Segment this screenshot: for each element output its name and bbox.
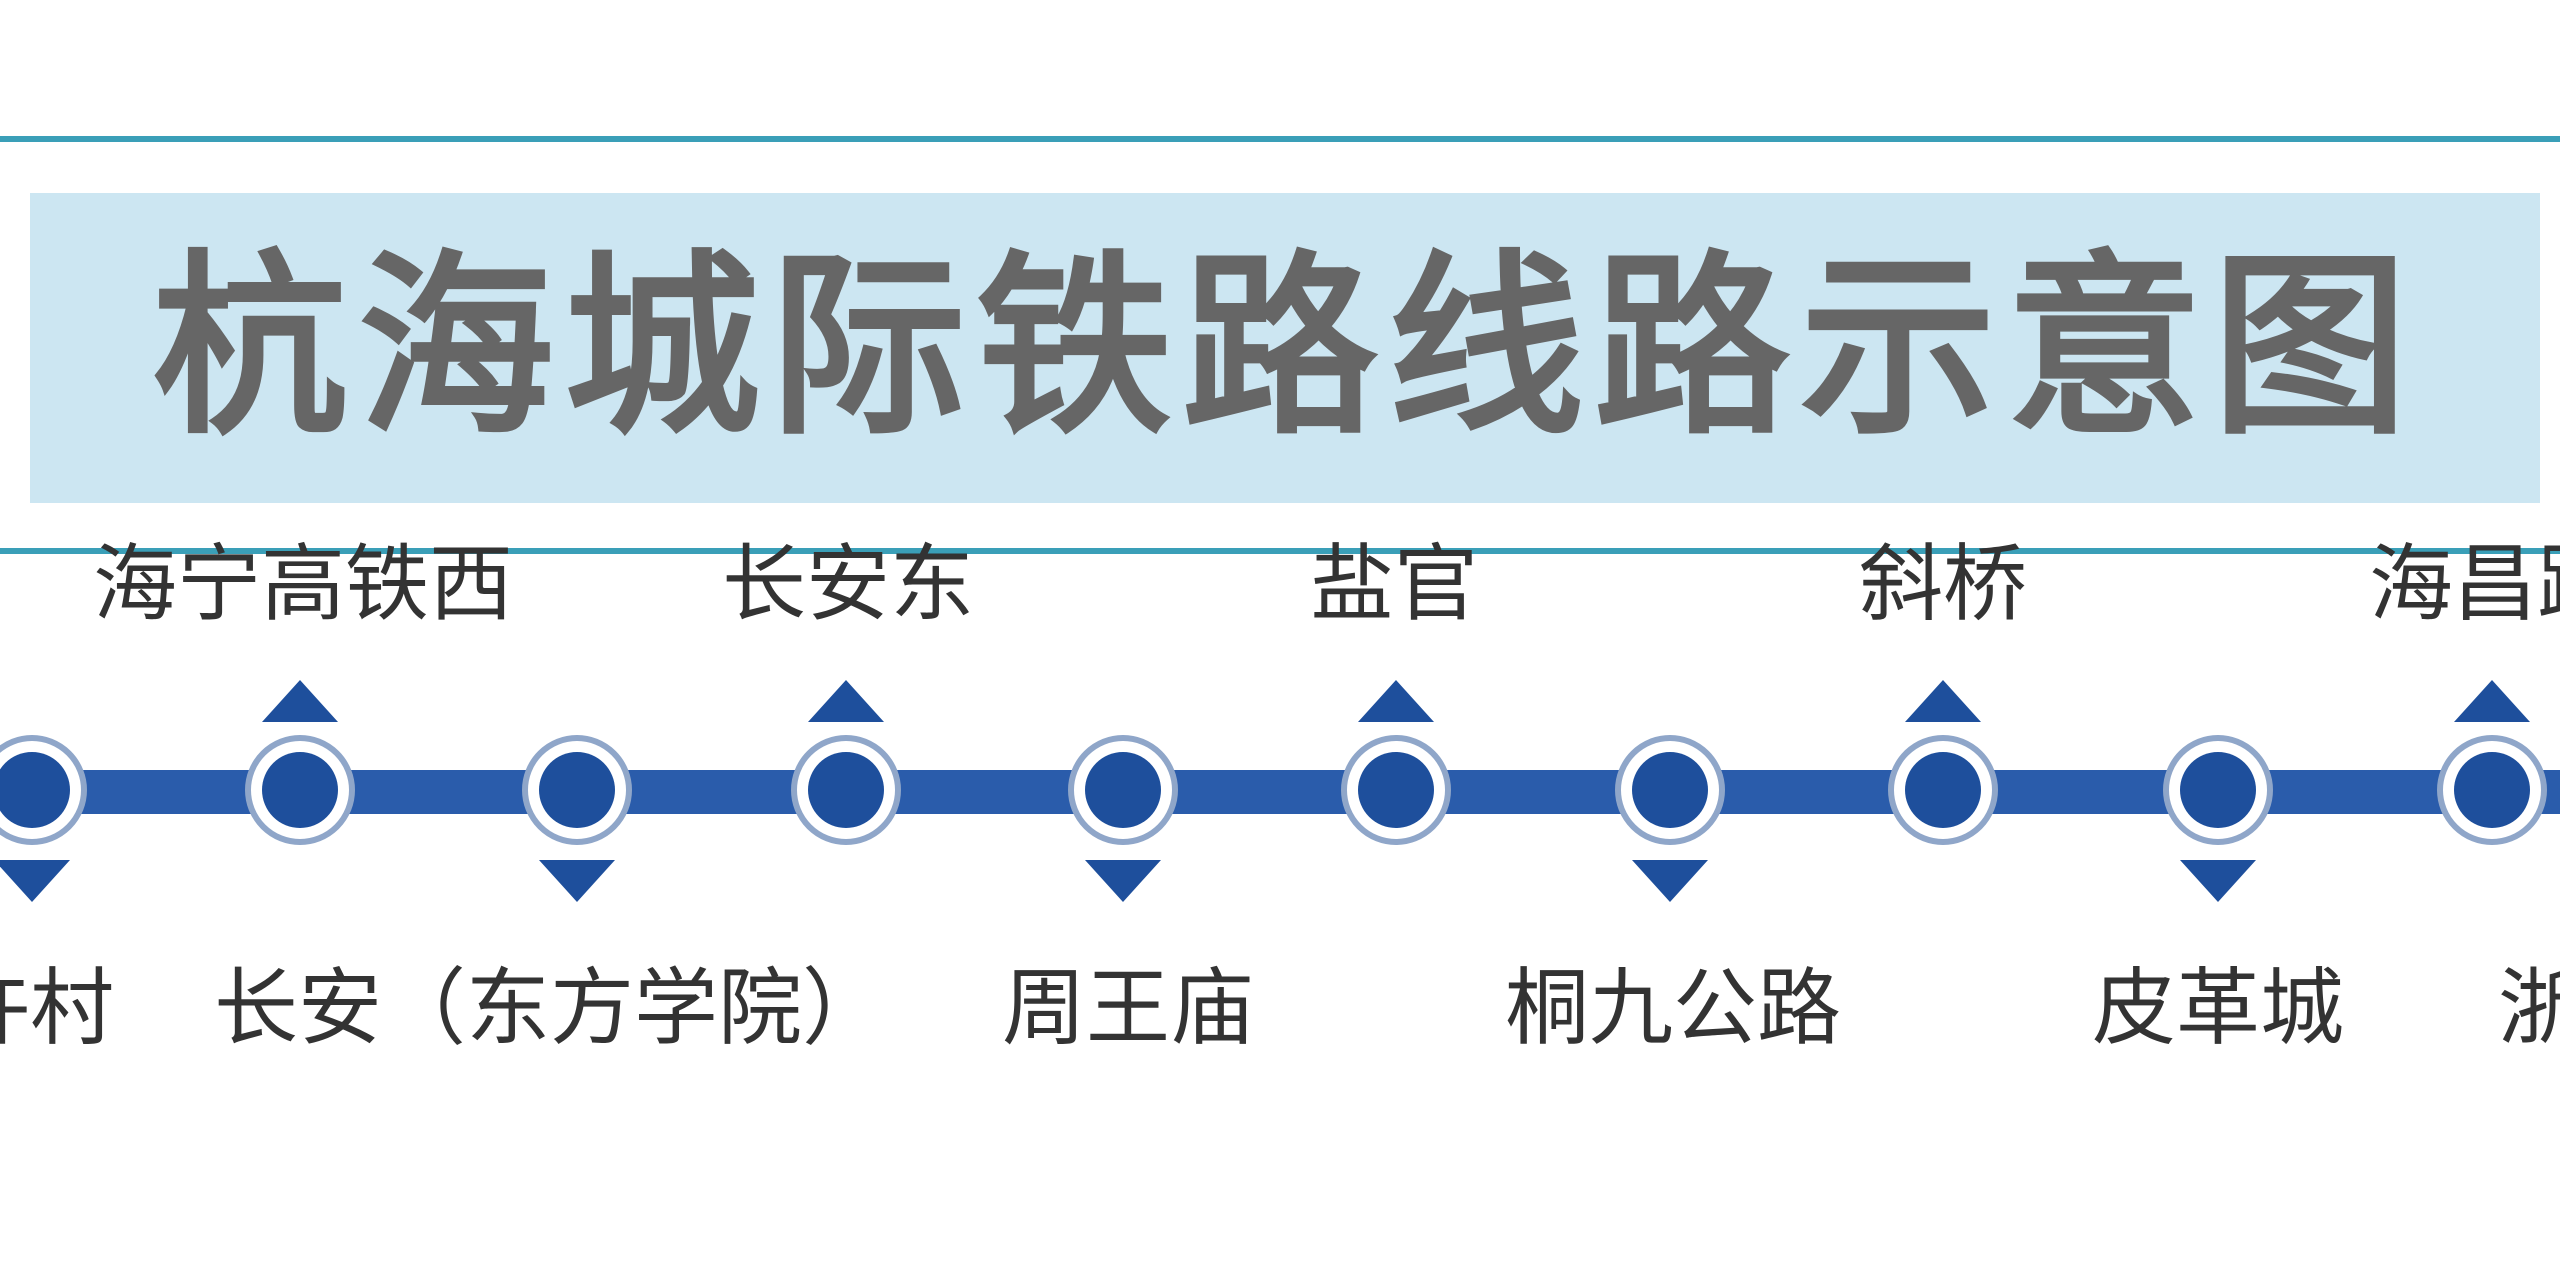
station-3-direction-arrow-icon [539, 860, 615, 902]
station-2-marker [262, 752, 338, 828]
station-7-marker [1632, 752, 1708, 828]
top-rule-line [0, 136, 2560, 142]
station-5-marker [1085, 752, 1161, 828]
station-label-xucun: 许村 [0, 959, 115, 1057]
station-3-marker [539, 752, 615, 828]
station-1-direction-arrow-icon [0, 860, 70, 902]
station-label-zhouwangmiao: 周王庙 [1001, 959, 1255, 1057]
station-9-direction-arrow-icon [2180, 860, 2256, 902]
station-8-direction-arrow-icon [1905, 680, 1981, 722]
bottom-rule-line [0, 548, 2560, 554]
station-label-pigecheng: 皮革城 [2091, 959, 2345, 1057]
station-label-xieqiao: 斜桥 [1858, 535, 2028, 633]
station-1-marker [0, 752, 70, 828]
station-9-marker [2180, 752, 2256, 828]
station-10-marker [2454, 752, 2530, 828]
page-title: 杭海城际铁路线路示意图 [151, 234, 2418, 462]
station-label-tongjiu-gonglu: 桐九公路 [1504, 959, 1842, 1057]
station-7-direction-arrow-icon [1632, 860, 1708, 902]
station-6-marker [1358, 752, 1434, 828]
station-label-zhe: 浙 [2497, 959, 2560, 1057]
station-4-marker [808, 752, 884, 828]
station-4-direction-arrow-icon [808, 680, 884, 722]
station-label-changan-dong: 长安东 [721, 535, 975, 633]
station-label-changan-dongfang-xueyuan: 长安（东方学院） [213, 959, 887, 1057]
route-line [0, 770, 2560, 814]
station-label-yanguan: 盐官 [1309, 535, 1479, 633]
station-8-marker [1905, 752, 1981, 828]
station-10-direction-arrow-icon [2454, 680, 2530, 722]
station-label-haining-gaotie-xi: 海宁高铁西 [92, 535, 514, 633]
station-label-haichang-lu: 海昌路 [2368, 535, 2560, 633]
station-2-direction-arrow-icon [262, 680, 338, 722]
station-6-direction-arrow-icon [1358, 680, 1434, 722]
title-banner: 杭海城际铁路线路示意图 [30, 193, 2540, 503]
station-5-direction-arrow-icon [1085, 860, 1161, 902]
